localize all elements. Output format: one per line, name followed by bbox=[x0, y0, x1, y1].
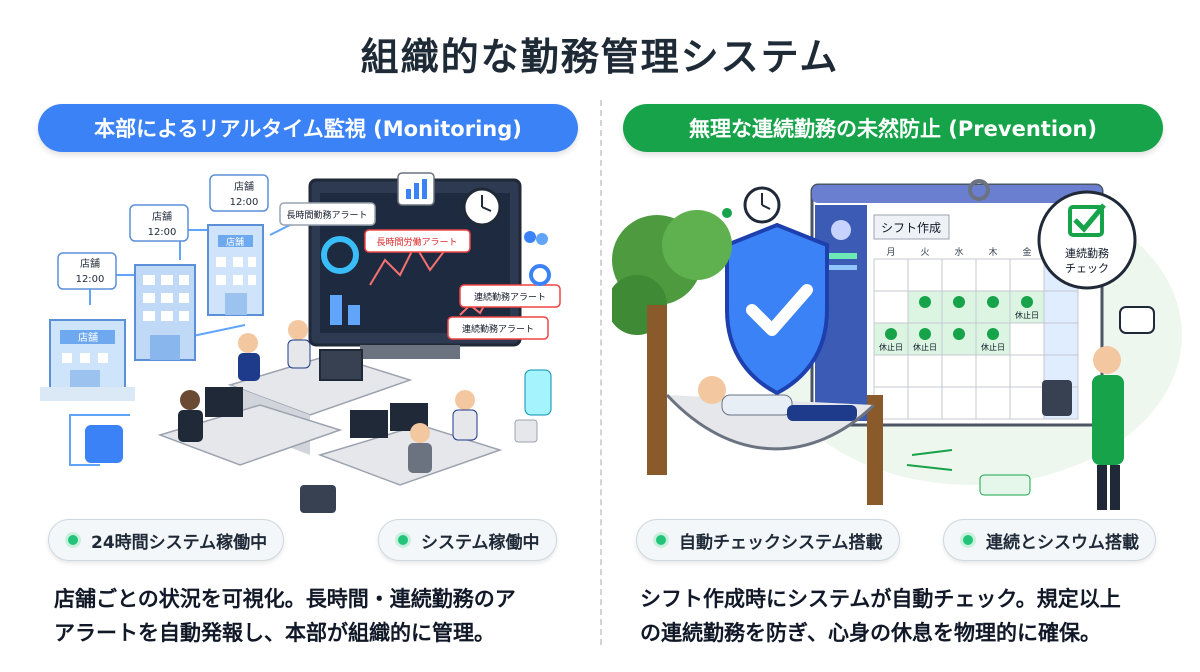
alert-3: 連続勤務アラート bbox=[474, 291, 546, 303]
prevention-illustration: シフト作成 月火水木金土休止日休止日休止日休止日 bbox=[612, 165, 1182, 515]
calendar-cell bbox=[1009, 258, 1045, 292]
calendar-weekday: 金 bbox=[1022, 246, 1031, 258]
briefcase-icon bbox=[300, 485, 336, 513]
status-dot-icon bbox=[65, 532, 81, 548]
monitoring-description-line1: 店舗ごとの状況を可視化。長時間・連続勤務のア bbox=[54, 587, 516, 611]
bubble-line2: チェック bbox=[1065, 262, 1109, 275]
calendar-cell bbox=[1009, 386, 1045, 420]
store-2-time: 12:00 bbox=[148, 227, 177, 238]
calendar-check-icon bbox=[919, 296, 931, 308]
tablet-person bbox=[1042, 346, 1124, 510]
gear-icon bbox=[529, 264, 551, 286]
calendar-check-icon bbox=[987, 296, 999, 308]
calendar-check-icon bbox=[953, 328, 965, 340]
calendar-cell bbox=[907, 386, 943, 420]
store-building-2 bbox=[134, 264, 196, 361]
calendar-weekday: 月 bbox=[886, 247, 895, 258]
calendar-day-off-label: 休止日 bbox=[1015, 310, 1039, 320]
rest-scene: シフト作成 月火水木金土休止日休止日休止日休止日 bbox=[612, 179, 1182, 510]
office-desks bbox=[157, 349, 503, 486]
calendar-cell bbox=[1043, 322, 1079, 356]
bubble-line1: 連続勤務 bbox=[1065, 246, 1109, 260]
monitoring-description-line2: アラートを自動発報し、本部が組織的に管理。 bbox=[54, 621, 495, 645]
office-workers bbox=[178, 320, 478, 473]
calendar-cell bbox=[941, 386, 977, 420]
center-divider bbox=[600, 100, 602, 645]
shield-check-icon bbox=[725, 222, 829, 396]
calendar-cell bbox=[975, 386, 1011, 420]
calendar-cell bbox=[907, 258, 943, 292]
status-chip-consecutive: 連続とシスウム搭載 bbox=[943, 519, 1156, 561]
status-chip-consecutive-label: 連続とシスウム搭載 bbox=[986, 532, 1139, 553]
store-building-3 bbox=[207, 224, 264, 316]
status-dot-icon bbox=[653, 532, 669, 548]
store-1-sign: 店舗 bbox=[78, 331, 98, 344]
resting-person bbox=[698, 376, 857, 421]
calendar-weekday: 水 bbox=[954, 246, 963, 258]
check-bubble bbox=[1037, 190, 1137, 290]
calendar-cell bbox=[941, 258, 977, 292]
alert-1: 長時間勤務アラート bbox=[286, 209, 367, 221]
hammock-post bbox=[867, 395, 883, 505]
status-chip-auto-check: 自動チェックシステム搭載 bbox=[636, 519, 900, 561]
monitoring-description: 店舗ごとの状況を可視化。長時間・連続勤務のア アラートを自動発報し、本部が組織的… bbox=[54, 582, 564, 650]
prevention-header: 無理な連続勤務の未然防止 (Prevention) bbox=[623, 104, 1163, 152]
calendar-cell bbox=[873, 290, 909, 324]
prevention-description: シフト作成時にシステムが自動チェック。規定以上 の連続勤務を防ぎ、心身の休息を物… bbox=[640, 582, 1160, 650]
page-title: 組織的な勤務管理システム bbox=[360, 35, 840, 79]
calendar-cell bbox=[907, 354, 943, 388]
calendar-cell bbox=[1009, 322, 1045, 356]
store-3-name: 店舗 bbox=[234, 180, 254, 193]
store-1-time: 12:00 bbox=[76, 274, 105, 285]
calendar-check-icon bbox=[885, 328, 897, 340]
calendar-day-off-label: 休止日 bbox=[913, 342, 937, 352]
calendar-cell bbox=[1043, 290, 1079, 324]
calendar-weekday: 木 bbox=[988, 246, 997, 258]
alert-4: 連続勤務アラート bbox=[462, 323, 534, 335]
water-dispenser bbox=[524, 369, 552, 416]
status-chip-24h-label: 24時間システム稼働中 bbox=[91, 532, 268, 553]
store-2-name: 店舗 bbox=[152, 210, 172, 223]
calendar-check-icon bbox=[953, 296, 965, 308]
calendar-grid: 月火水木金土休止日休止日休止日休止日 bbox=[873, 246, 1079, 420]
store-3-sign: 店舗 bbox=[226, 236, 244, 248]
alert-2: 長時間労働アラート bbox=[376, 236, 457, 248]
status-chip-auto-check-label: 自動チェックシステム搭載 bbox=[679, 532, 883, 553]
server-box bbox=[85, 425, 123, 463]
calendar-cell bbox=[873, 258, 909, 292]
office-scene: 店舗 店舗 12:00 店舗 12:00 店舗 店舗 12:00 bbox=[40, 172, 561, 513]
status-chip-system-label: システム稼働中 bbox=[421, 532, 540, 553]
status-chip-system: システム稼働中 bbox=[378, 519, 557, 561]
prevention-description-line1: シフト作成時にシステムが自動チェック。規定以上 bbox=[640, 587, 1121, 611]
store-1-name: 店舗 bbox=[80, 257, 100, 270]
store-building-1 bbox=[40, 319, 135, 401]
user-icon bbox=[722, 208, 732, 218]
store-3-time: 12:00 bbox=[230, 197, 259, 208]
calendar-cell bbox=[941, 354, 977, 388]
status-dot-icon bbox=[960, 532, 976, 548]
calendar-weekday: 火 bbox=[920, 247, 929, 258]
calendar-day-off-label: 休止日 bbox=[879, 342, 903, 352]
calendar-title: シフト作成 bbox=[881, 221, 941, 235]
calendar-cell bbox=[873, 354, 909, 388]
users-icon bbox=[524, 231, 536, 243]
calendar-check-icon bbox=[1021, 296, 1033, 308]
status-dot-icon bbox=[395, 532, 411, 548]
calendar-cell bbox=[1009, 354, 1045, 388]
chat-icon bbox=[1119, 306, 1155, 334]
monitoring-header: 本部によるリアルタイム監視 (Monitoring) bbox=[38, 104, 578, 152]
gear-icon bbox=[968, 179, 990, 201]
calendar-cell bbox=[975, 258, 1011, 292]
calendar-cell bbox=[975, 354, 1011, 388]
tree bbox=[612, 210, 732, 475]
calendar-check-icon bbox=[987, 328, 999, 340]
status-chip-24h: 24時間システム稼働中 bbox=[48, 519, 285, 561]
calendar-check-icon bbox=[919, 328, 931, 340]
monitoring-illustration: 店舗 店舗 12:00 店舗 12:00 店舗 店舗 12:00 bbox=[30, 165, 590, 515]
calendar-day-off-label: 休止日 bbox=[981, 342, 1005, 352]
prevention-description-line2: の連続勤務を防ぎ、心身の休息を物理的に確保。 bbox=[640, 621, 1101, 645]
